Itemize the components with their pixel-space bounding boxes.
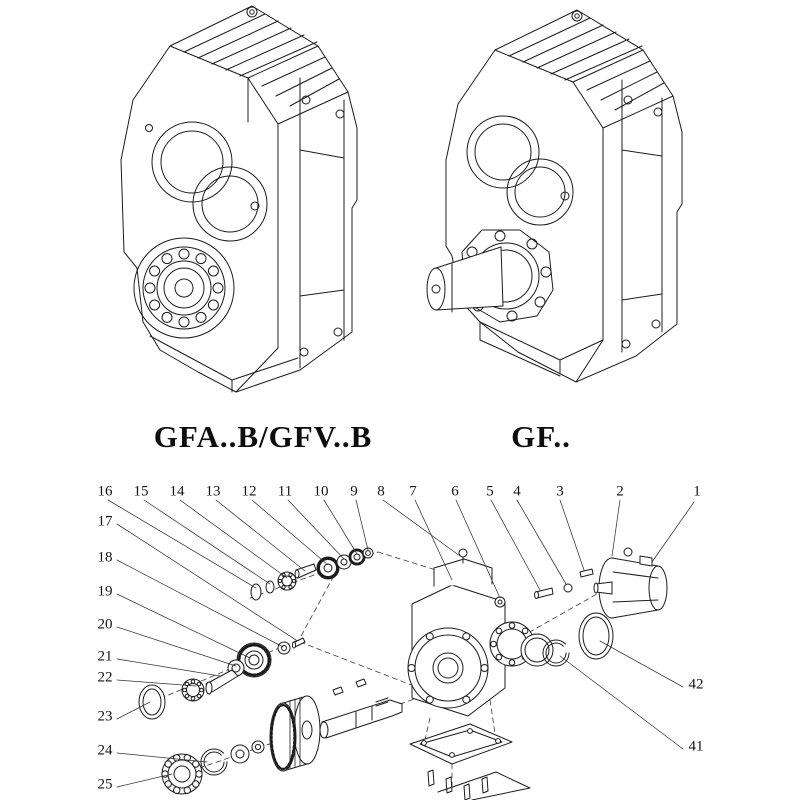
callout-8: 8 xyxy=(377,483,385,500)
callout-19: 19 xyxy=(97,583,113,600)
callout-17: 17 xyxy=(97,513,113,530)
callout-21: 21 xyxy=(97,648,113,665)
callout-13: 13 xyxy=(205,483,221,500)
callout-15: 15 xyxy=(133,483,149,500)
callout-4: 4 xyxy=(513,483,521,500)
callout-23: 23 xyxy=(97,708,113,725)
right-gearbox-drawing xyxy=(426,9,683,383)
callout-11: 11 xyxy=(277,483,293,500)
exploded-parts xyxy=(138,547,668,800)
callout-16: 16 xyxy=(97,483,113,500)
callout-2: 2 xyxy=(616,483,624,500)
callout-20: 20 xyxy=(97,616,113,633)
construction-lines xyxy=(151,551,605,787)
callout-14: 14 xyxy=(169,483,185,500)
callout-7: 7 xyxy=(409,483,417,500)
callout-25: 25 xyxy=(97,776,113,793)
exploded-view-drawing xyxy=(107,499,695,800)
callout-9: 9 xyxy=(350,483,358,500)
callout-5: 5 xyxy=(486,483,494,500)
callout-22: 22 xyxy=(97,669,113,686)
callout-3: 3 xyxy=(556,483,564,500)
callout-18: 18 xyxy=(97,549,113,566)
callout-24: 24 xyxy=(97,742,113,759)
callout-1: 1 xyxy=(693,483,701,500)
callout-42: 42 xyxy=(688,676,704,693)
leader-lines xyxy=(107,499,695,788)
right-figure-caption: GF.. xyxy=(511,419,571,454)
callout-41: 41 xyxy=(688,738,704,755)
left-gearbox-drawing xyxy=(120,5,358,393)
left-figure-caption: GFA..B/GFV..B xyxy=(153,419,373,454)
callout-6: 6 xyxy=(451,483,459,500)
callout-12: 12 xyxy=(241,483,257,500)
bearing-balls xyxy=(144,248,224,328)
callout-10: 10 xyxy=(313,483,329,500)
